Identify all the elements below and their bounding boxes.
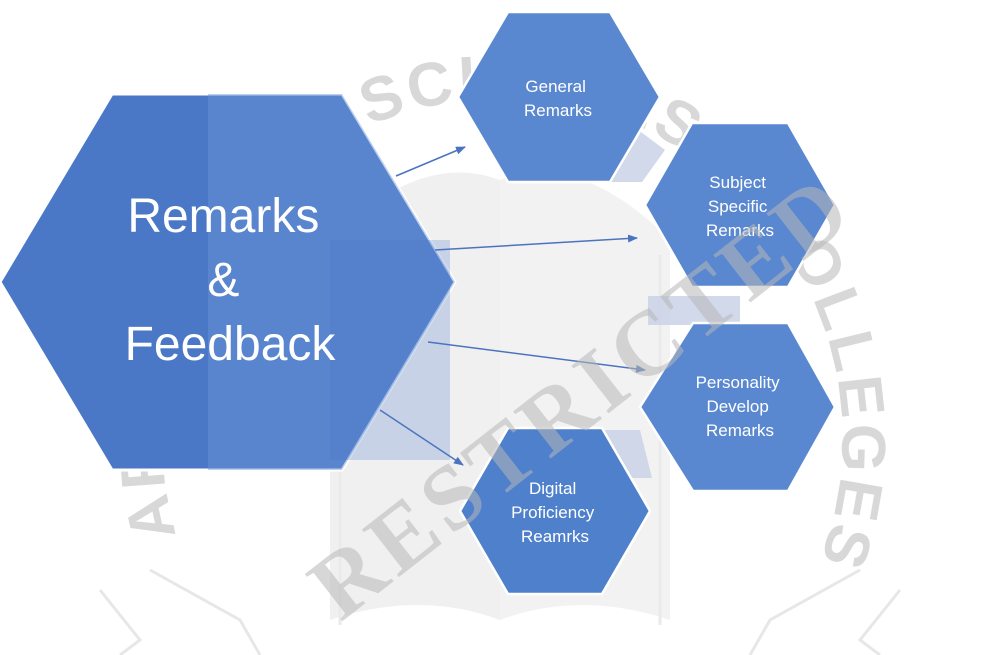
arrow-to-subject: [434, 234, 638, 251]
main-label-line-3: Feedback: [125, 318, 337, 371]
main-hexagon-label: Remarks & Feedback: [125, 190, 337, 371]
branch-digital-proficiency[interactable]: Digital Proficiency Reamrks: [458, 426, 652, 596]
branch-subject-specific[interactable]: Subject Specific Remarks: [643, 121, 837, 289]
main-hexagon[interactable]: Remarks & Feedback: [0, 92, 457, 472]
arrows: [379, 146, 646, 466]
digital-label: Digital Proficiency Reamrks: [511, 479, 599, 546]
arrow-to-digital: [379, 409, 464, 466]
arrow-to-general: [395, 146, 466, 177]
main-label-line-2: &: [207, 254, 239, 307]
personality-label: Personality Develop Remarks: [696, 373, 785, 440]
branch-general[interactable]: General Remarks: [456, 10, 662, 184]
general-label: General Remarks: [524, 77, 592, 120]
subject-label: Subject Specific Remarks: [706, 173, 774, 240]
branch-personality-develop[interactable]: Personality Develop Remarks: [638, 321, 837, 493]
main-label-line-1: Remarks: [127, 190, 319, 243]
arrow-to-personality: [427, 341, 646, 373]
